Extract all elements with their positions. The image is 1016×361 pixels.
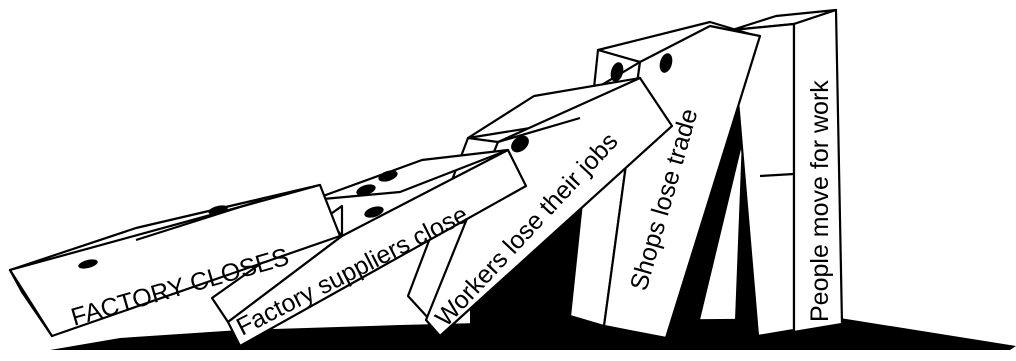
- domino-5-label: People move for work: [806, 80, 834, 322]
